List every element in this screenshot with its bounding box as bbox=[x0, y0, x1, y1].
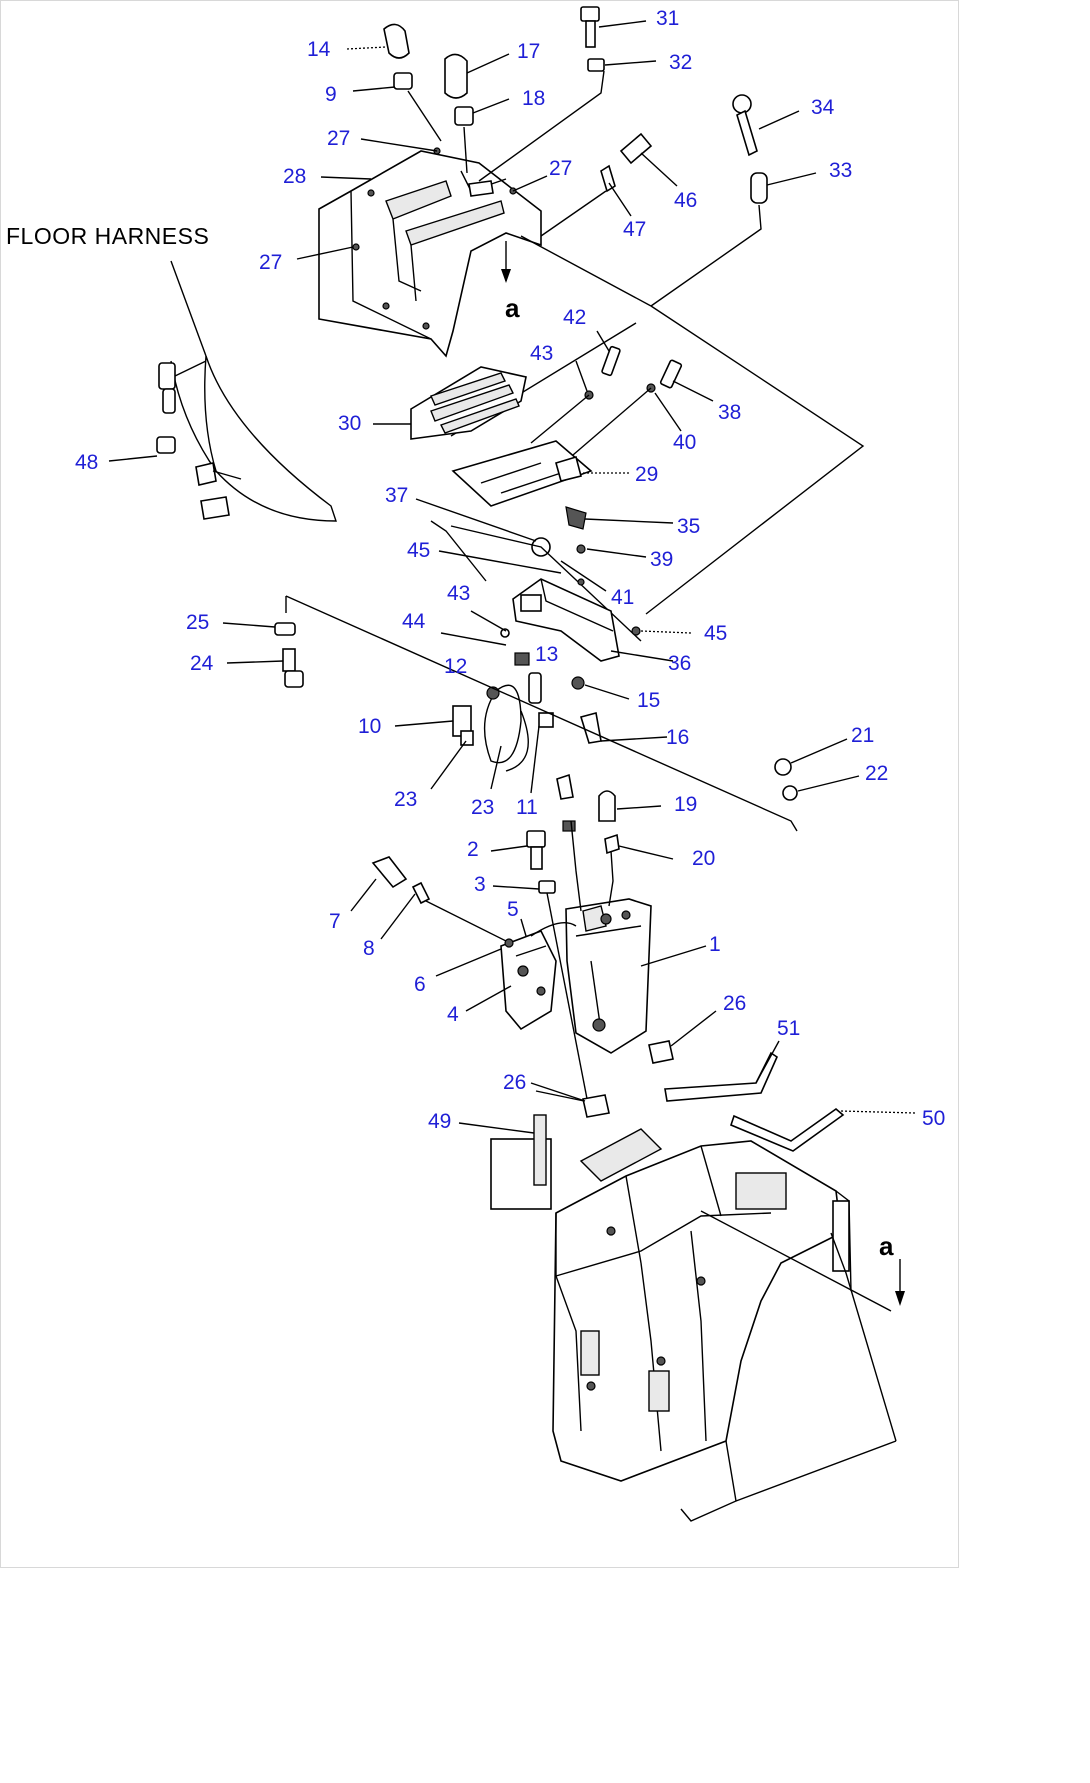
callout-31: 31 bbox=[656, 7, 680, 30]
callout-9: 9 bbox=[325, 83, 337, 106]
bracket-plate-part-29 bbox=[451, 440, 593, 507]
callout-35: 35 bbox=[677, 515, 701, 538]
callout-17: 17 bbox=[517, 40, 541, 63]
main-unit-part-1 bbox=[565, 820, 652, 1054]
callout-1: 1 bbox=[709, 933, 721, 956]
callout-25: 25 bbox=[186, 611, 210, 634]
valve-parts-4-5-6 bbox=[500, 922, 577, 1031]
callout-20: 20 bbox=[692, 847, 716, 870]
callout-23-a: 23 bbox=[394, 788, 418, 811]
cover-plate-part-30 bbox=[410, 366, 527, 440]
callout-48: 48 bbox=[75, 451, 99, 474]
callout-36: 36 bbox=[668, 652, 692, 675]
callout-47: 47 bbox=[623, 218, 647, 241]
parts-diagram-page: FLOOR HARNESS a a 31 14 17 32 9 18 34 27… bbox=[0, 0, 959, 1568]
callout-14: 14 bbox=[307, 38, 331, 61]
pin-parts-42-43-38-40 bbox=[530, 345, 683, 462]
exploded-parts-drawing bbox=[108, 6, 916, 1522]
callout-18: 18 bbox=[522, 87, 546, 110]
screw-parts-46-47 bbox=[540, 132, 653, 237]
lever-parts-34-33 bbox=[520, 94, 768, 307]
callout-8: 8 bbox=[363, 937, 375, 960]
guide-line-right bbox=[645, 305, 865, 615]
nut-parts-21-22 bbox=[774, 758, 798, 801]
callout-44: 44 bbox=[402, 610, 426, 633]
bolt-parts-31-32 bbox=[478, 6, 605, 182]
callout-19: 19 bbox=[674, 793, 698, 816]
callout-39: 39 bbox=[650, 548, 674, 571]
callout-49: 49 bbox=[428, 1110, 452, 1133]
callout-24: 24 bbox=[190, 652, 214, 675]
callout-7: 7 bbox=[329, 910, 341, 933]
callout-34: 34 bbox=[811, 96, 835, 119]
callout-43-b: 43 bbox=[447, 582, 471, 605]
reference-mark-a-top: a bbox=[505, 293, 520, 323]
guide-line-left bbox=[285, 595, 798, 832]
callout-37: 37 bbox=[385, 484, 409, 507]
callout-26-a: 26 bbox=[723, 992, 747, 1015]
switch-parts-16-19-20 bbox=[556, 712, 620, 855]
bolt-parts-2-3 bbox=[526, 830, 590, 1110]
callout-21: 21 bbox=[851, 724, 875, 747]
console-cover-part bbox=[318, 147, 542, 358]
rod-parts-50-51 bbox=[664, 1051, 845, 1152]
console-frame-base bbox=[552, 1128, 905, 1522]
floor-harness-label: FLOOR HARNESS bbox=[6, 223, 210, 249]
callout-leader-lines bbox=[108, 20, 916, 1134]
clip-parts-26 bbox=[582, 1040, 674, 1118]
callout-11: 11 bbox=[516, 796, 538, 819]
callout-38: 38 bbox=[718, 401, 742, 424]
callout-22: 22 bbox=[865, 762, 889, 785]
callout-40: 40 bbox=[673, 431, 697, 454]
callout-4: 4 bbox=[447, 1003, 459, 1026]
callout-32: 32 bbox=[669, 51, 693, 74]
callout-6: 6 bbox=[414, 973, 426, 996]
callout-16: 16 bbox=[666, 726, 690, 749]
callout-51: 51 bbox=[777, 1017, 801, 1040]
callout-13: 13 bbox=[535, 643, 559, 666]
callout-15: 15 bbox=[637, 689, 661, 712]
plate-part-49 bbox=[490, 1114, 552, 1210]
reference-mark-a-bottom: a bbox=[879, 1231, 894, 1261]
callout-3: 3 bbox=[474, 873, 486, 896]
callout-26-b: 26 bbox=[503, 1071, 527, 1094]
knob-parts-14-9-17-18 bbox=[383, 23, 474, 174]
callout-2: 2 bbox=[467, 838, 479, 861]
callout-41: 41 bbox=[611, 586, 635, 609]
callout-50: 50 bbox=[922, 1107, 946, 1130]
callout-42: 42 bbox=[563, 306, 587, 329]
bolt-parts-7-8 bbox=[371, 856, 517, 947]
callout-12: 12 bbox=[444, 655, 468, 678]
callout-43-a: 43 bbox=[530, 342, 554, 365]
callout-30: 30 bbox=[338, 412, 362, 435]
callout-23-b: 23 bbox=[471, 796, 495, 819]
callout-28: 28 bbox=[283, 165, 307, 188]
callout-45-a: 45 bbox=[407, 539, 431, 562]
callout-5: 5 bbox=[507, 898, 519, 921]
callout-10: 10 bbox=[358, 715, 382, 738]
callout-27-a: 27 bbox=[327, 127, 351, 150]
callout-33: 33 bbox=[829, 159, 853, 182]
wiring-parts-10-11-23 bbox=[452, 684, 554, 772]
floor-harness-part bbox=[156, 260, 337, 522]
callout-29: 29 bbox=[635, 463, 659, 486]
base-bracket-part-36 bbox=[512, 578, 692, 662]
bolt-parts-24-25 bbox=[274, 622, 304, 688]
callout-27-b: 27 bbox=[549, 157, 573, 180]
callout-27-c: 27 bbox=[259, 251, 283, 274]
callout-46: 46 bbox=[674, 189, 698, 212]
small-parts-43-44-12-13 bbox=[500, 628, 585, 704]
callout-45-b: 45 bbox=[704, 622, 728, 645]
